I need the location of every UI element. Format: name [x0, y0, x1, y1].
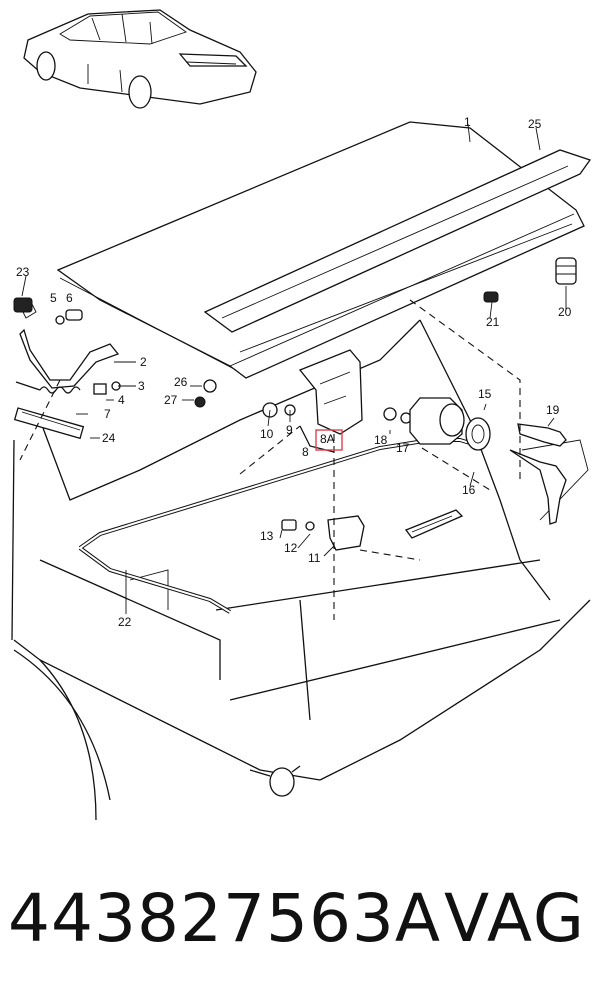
hinge-bracket [13, 297, 120, 389]
spring-rod [13, 381, 121, 440]
callout-17: 17 [396, 441, 410, 455]
callout-19: 19 [546, 403, 560, 417]
callout-22: 22 [118, 615, 132, 629]
callout-23: 23 [16, 265, 30, 279]
highlight-box [315, 429, 343, 451]
callout-25: 25 [528, 117, 542, 131]
callout-12: 12 [284, 541, 298, 555]
latch-assembly [281, 509, 464, 551]
bumper-stops [483, 257, 577, 303]
callout-27: 27 [164, 393, 178, 407]
callout-labels: 1 25 23 5 6 2 3 4 7 24 26 27 9 10 8 8A 1… [16, 115, 572, 629]
callout-7: 7 [104, 407, 111, 421]
footer: 443827563A VAG [0, 880, 600, 980]
callout-13: 13 [260, 529, 274, 543]
callout-4: 4 [118, 393, 125, 407]
callout-8: 8 [302, 445, 309, 459]
trunk-seal [78, 438, 481, 614]
lock-cylinder-assembly [383, 397, 567, 525]
exploded-parts-diagram: 1 25 23 5 6 2 3 4 7 24 26 27 9 10 8 8A 1… [11, 9, 592, 821]
callout-26: 26 [174, 375, 188, 389]
callout-3: 3 [138, 379, 145, 393]
callout-16: 16 [462, 483, 476, 497]
washers [194, 379, 217, 408]
callout-18: 18 [374, 433, 388, 447]
callout-6: 6 [66, 291, 73, 305]
callout-2: 2 [140, 355, 147, 369]
guide-lines [19, 299, 521, 620]
callout-20: 20 [558, 305, 572, 319]
callout-21: 21 [486, 315, 500, 329]
callout-24: 24 [102, 431, 116, 445]
car-body [11, 121, 592, 821]
callout-10: 10 [260, 427, 274, 441]
car-thumbnail [23, 9, 257, 109]
hinge-assembly [262, 349, 363, 453]
callout-11: 11 [308, 551, 321, 565]
part-number: 443827563A [8, 880, 442, 957]
callout-9: 9 [286, 423, 293, 437]
brand-name: VAG [443, 880, 586, 957]
callout-1: 1 [464, 115, 471, 129]
callout-15: 15 [478, 387, 492, 401]
leader-lines [21, 123, 567, 614]
callout-8A: 8A [320, 432, 335, 446]
callout-5: 5 [50, 291, 57, 305]
